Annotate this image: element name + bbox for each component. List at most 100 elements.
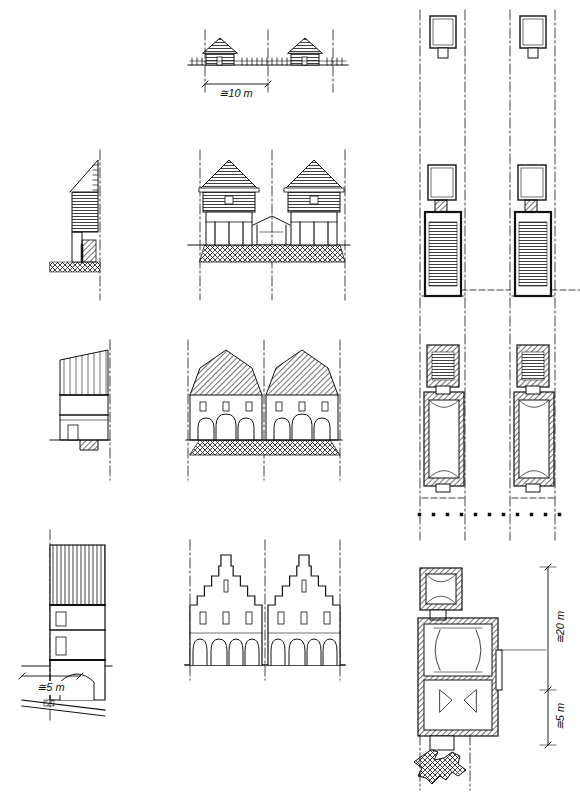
dimension-label: ≅5 m — [35, 681, 66, 694]
shape — [266, 395, 338, 440]
shape — [431, 168, 453, 197]
shape — [488, 513, 491, 516]
shape — [514, 392, 554, 486]
shape — [310, 196, 318, 204]
shape — [193, 639, 207, 665]
stroke — [242, 58, 243, 65]
shape — [200, 612, 206, 624]
shape — [426, 574, 456, 604]
dimension-label: ≅5 m — [554, 701, 567, 732]
stroke — [197, 58, 198, 65]
stroke — [81, 245, 84, 262]
stroke — [257, 58, 258, 65]
shape — [22, 666, 112, 667]
shape — [60, 350, 108, 395]
shape — [198, 418, 214, 440]
shape — [200, 245, 345, 262]
shape — [274, 418, 290, 440]
stroke — [93, 185, 98, 186]
shape — [190, 350, 262, 395]
stroke — [327, 58, 328, 65]
shape — [200, 402, 206, 411]
shape — [424, 680, 492, 730]
stroke — [93, 190, 98, 191]
stroke — [272, 58, 273, 65]
shape — [429, 471, 459, 479]
shape — [301, 612, 307, 624]
shape — [278, 612, 284, 624]
stroke — [188, 340, 189, 480]
shape — [519, 400, 549, 408]
shape — [190, 440, 340, 455]
stroke — [551, 290, 580, 291]
shape — [322, 402, 328, 411]
shape — [307, 639, 321, 665]
stroke — [202, 58, 203, 65]
shape — [446, 513, 449, 516]
shape — [284, 188, 344, 192]
shape — [229, 639, 243, 665]
shape — [434, 628, 482, 672]
shape — [530, 513, 533, 516]
shape — [523, 19, 543, 45]
stroke — [548, 567, 549, 745]
shape — [516, 513, 519, 516]
stroke — [286, 225, 287, 245]
stroke — [268, 30, 269, 92]
shape — [70, 160, 98, 192]
shape — [525, 200, 537, 212]
shape — [429, 400, 459, 478]
shape — [288, 38, 322, 53]
stroke — [512, 296, 555, 297]
shape — [418, 513, 421, 516]
shape — [430, 16, 456, 48]
shape — [519, 222, 547, 286]
stroke — [260, 232, 283, 233]
shape — [544, 513, 547, 516]
stroke — [205, 84, 268, 85]
shape — [436, 484, 450, 492]
stroke — [60, 414, 108, 416]
shape — [433, 19, 453, 45]
stroke — [94, 353, 95, 395]
stroke — [242, 222, 243, 245]
stroke — [277, 58, 278, 65]
shape — [206, 52, 234, 65]
shape — [246, 612, 252, 624]
stroke — [214, 222, 215, 245]
stroke — [106, 351, 107, 395]
shape — [418, 618, 498, 736]
shape — [206, 212, 252, 245]
shape — [224, 580, 228, 592]
shape — [314, 418, 330, 440]
stroke — [64, 359, 65, 395]
stroke — [202, 81, 208, 87]
stroke — [465, 10, 466, 540]
shape — [519, 471, 549, 479]
shape — [302, 580, 306, 592]
stroke — [257, 225, 258, 245]
stroke — [50, 659, 105, 661]
shape — [22, 706, 105, 716]
stroke — [420, 10, 421, 540]
stroke — [247, 58, 248, 65]
shape — [323, 639, 337, 665]
shape — [266, 350, 338, 395]
shape — [190, 555, 262, 665]
stroke — [88, 354, 89, 395]
stroke — [540, 567, 556, 568]
stroke — [76, 357, 77, 395]
shape — [558, 513, 561, 516]
shape — [50, 605, 105, 660]
shape — [435, 200, 447, 212]
shape — [82, 240, 96, 262]
stroke — [461, 290, 510, 291]
stroke — [540, 745, 556, 746]
shape — [426, 574, 456, 604]
stroke — [262, 58, 263, 65]
stroke — [265, 540, 266, 680]
shape — [288, 190, 340, 212]
stroke — [93, 170, 98, 171]
shape — [44, 700, 54, 706]
